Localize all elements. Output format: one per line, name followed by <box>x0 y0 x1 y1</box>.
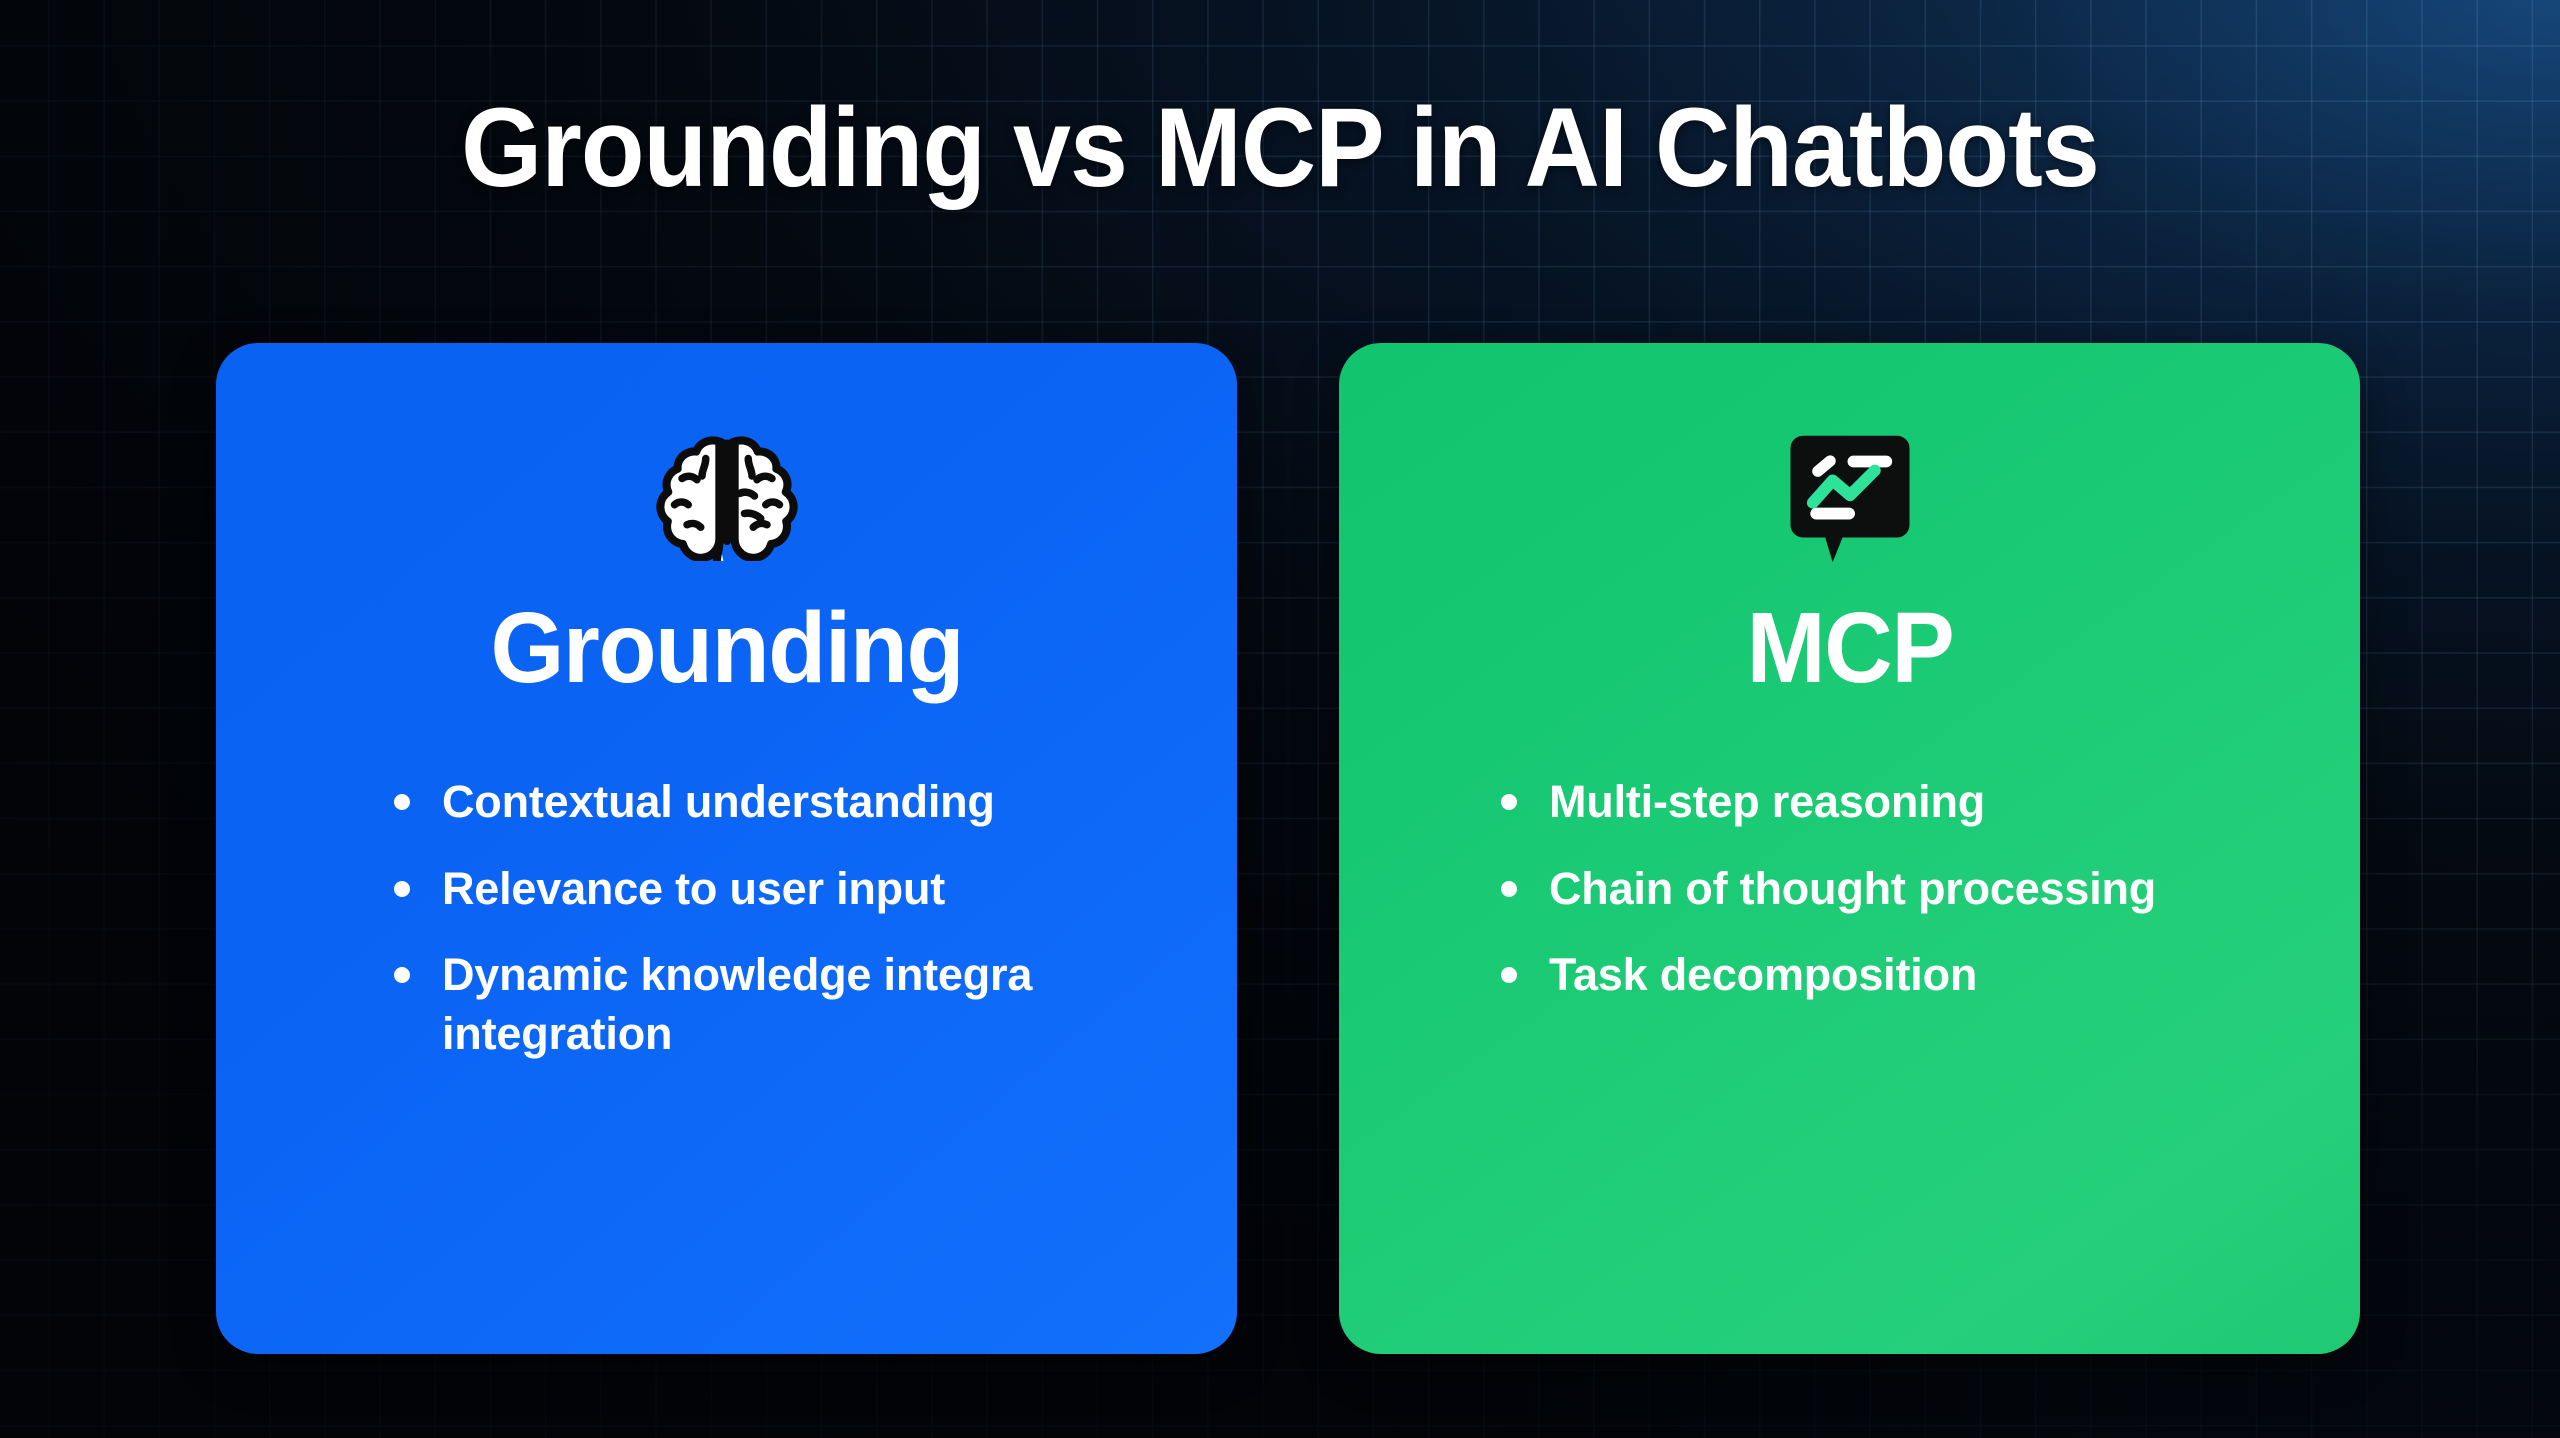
list-item: Task decomposition <box>1501 946 2304 1005</box>
list-item: Relevance to user input <box>394 860 1181 919</box>
bullet-text: Contextual understanding <box>442 776 995 827</box>
brain-icon <box>647 436 807 561</box>
bullet-dot-icon <box>394 880 410 897</box>
list-item: Multi-step reasoning <box>1501 773 2304 832</box>
card-heading-grounding: Grounding <box>490 592 964 704</box>
bullet-text: Chain of thought processing <box>1549 862 2157 914</box>
bullet-dot-icon <box>394 794 410 810</box>
bullet-list-grounding: Contextual understanding Relevance to us… <box>216 773 1237 1091</box>
list-item: Chain of thought processing <box>1501 860 2304 919</box>
page-title: Grounding vs MCP in AI Chatbots <box>461 85 2100 210</box>
chat-chart-icon <box>1788 435 1912 562</box>
list-item: Dynamic knowledge integra integration <box>394 946 1181 1063</box>
card-grounding[interactable]: Grounding Contextual understanding Relev… <box>216 343 1237 1354</box>
bullet-text: Relevance to user input <box>442 862 946 914</box>
card-mcp[interactable]: MCP Multi-step reasoning Chain of though… <box>1339 343 2360 1354</box>
bullet-text: Task decomposition <box>1549 949 1978 1000</box>
card-heading-mcp: MCP <box>1746 592 1954 704</box>
bullet-dot-icon <box>394 967 410 983</box>
bullet-dot-icon <box>1501 880 1517 897</box>
list-item: Contextual understanding <box>394 773 1181 832</box>
bullet-dot-icon <box>1501 967 1517 983</box>
bullet-list-mcp: Multi-step reasoning Chain of thought pr… <box>1339 773 2360 1033</box>
bullet-dot-icon <box>1501 794 1517 810</box>
bullet-text: Multi-step reasoning <box>1549 776 1986 827</box>
bullet-text: Dynamic knowledge integra integration <box>442 949 1033 1059</box>
